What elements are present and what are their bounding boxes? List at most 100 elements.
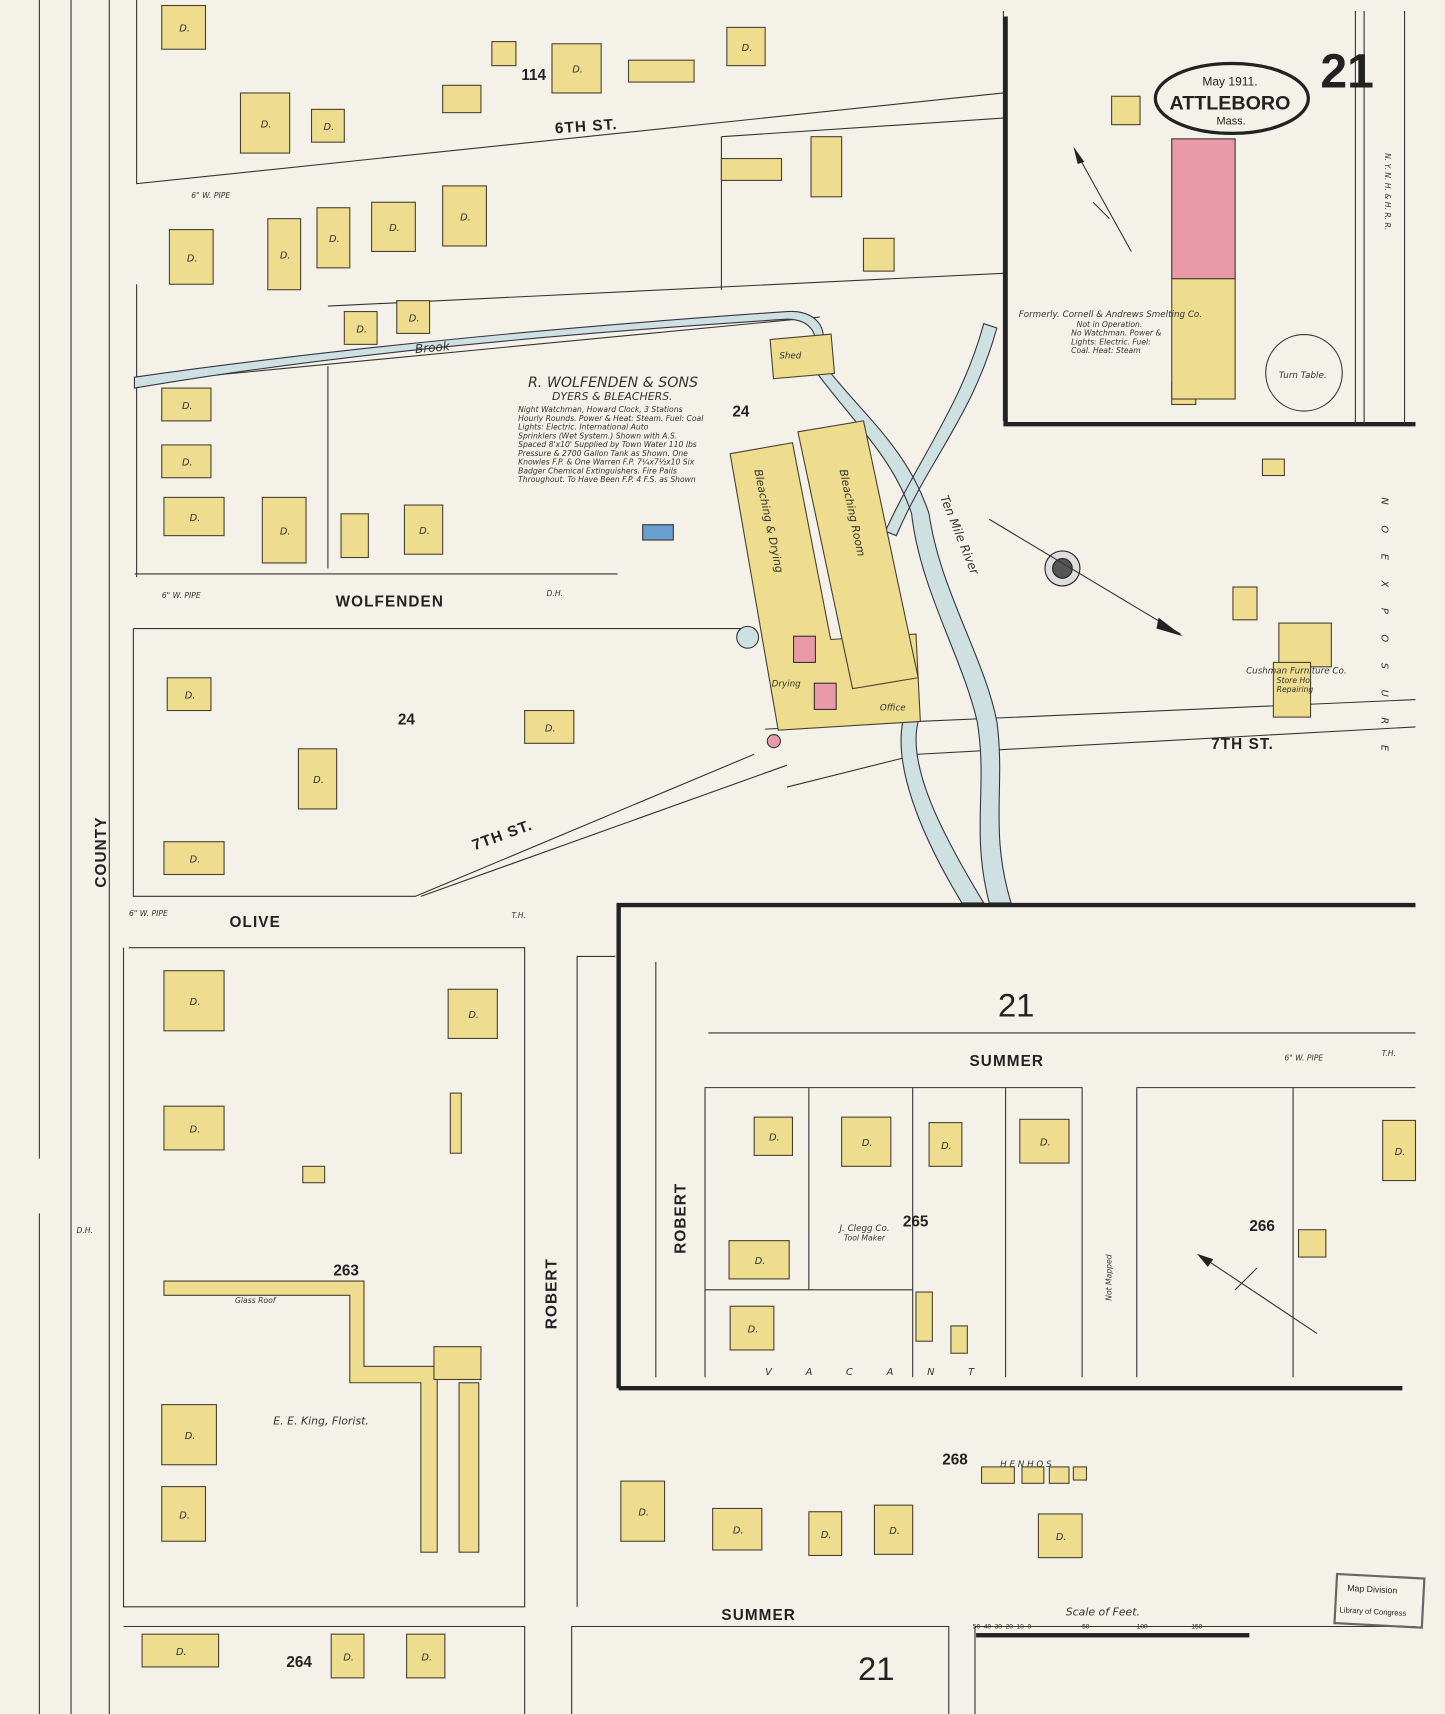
building-footprint [261,496,307,564]
block-114: 114 [521,67,546,84]
building-footprint [729,1305,775,1351]
dwelling-label: D. [187,253,198,264]
wolfenden-mill: Bleaching & Drying Bleaching Room Drying… [642,333,921,749]
building-footprint [712,1507,763,1551]
scale-tick-label: 0 [1027,1624,1031,1631]
office-label: Office [880,704,906,714]
note-line: Sprinklers (Wet System.) Shown with A.S. [518,431,677,440]
building-footprint [1037,1513,1083,1559]
building-footprint [862,237,895,272]
building-footprint [371,201,416,253]
note-line: Lights: Electric. International Auto [518,423,649,432]
cornell-line: Coal. Heat: Steam [1071,346,1140,355]
dwelling-label: D. [1040,1138,1051,1149]
dwelling-label: D. [389,223,400,234]
building-footprint [297,748,338,810]
street-7th-east: 7TH ST. [1211,736,1274,753]
water-pipe-label: 6" W. PIPE [162,591,201,600]
stamp-line: Library of Congress [1339,1605,1406,1617]
building-footprint [524,709,575,744]
dwelling-label: D. [182,401,193,412]
scale-tick-label: 10 [1017,1624,1025,1631]
fire-hydrant [766,734,781,749]
th-label: T.H. [512,911,526,920]
scale-tick-label: 100 [1137,1624,1148,1631]
dwelling-label: D. [421,1652,432,1663]
building-footprint [1297,1229,1327,1258]
building-footprint [928,1122,963,1167]
building-footprint [442,84,482,114]
cornell-line: No Watchman. Power & [1071,329,1161,338]
dwelling-label: D. [821,1530,832,1541]
building-footprint [161,4,207,50]
inset-cornell-andrews: Turn Table. N. Y. N. H. & H. R. R. Forme… [1003,10,1416,427]
building-footprint [141,1633,220,1668]
building-footprint [1021,1466,1045,1484]
brook-label: Brook [414,339,451,356]
street-robert: ROBERT [543,1258,560,1329]
railroad-label: N. Y. N. H. & H. R. R. [1383,153,1392,230]
building-footprint [343,311,378,345]
water-pipe-label: 6" W. PIPE [191,191,230,200]
building-footprint [873,1504,914,1555]
dwelling-label: D. [190,1124,201,1135]
building-footprint [720,158,783,181]
dwelling-label: D. [185,691,196,702]
block-264: 264 [286,1654,312,1671]
dwelling-label: D. [1056,1532,1067,1543]
cushman-store-label: Store Ho. [1277,676,1313,685]
dwelling-label: D. [941,1141,952,1152]
buildings: D. D. D. D. D. D. D. D. D. D. D. D. D. D. D. D. D. D. D. D.… [141,4,1417,1679]
water-pipe-label: 6" W. PIPE [1284,1053,1323,1062]
street-summer-north: SUMMER [970,1053,1045,1070]
scale-tick-label: 40 [984,1624,992,1631]
building-footprint [406,1633,446,1679]
dwelling-label: D. [460,212,471,223]
dwelling-label: D. [324,122,335,133]
dwelling-label: D. [280,251,291,262]
block-268: 268 [942,1452,968,1469]
building-footprint [449,1092,462,1154]
building-footprint [166,677,212,712]
building-footprint [1382,1119,1417,1182]
street-wolfenden: WOLFENDEN [336,594,444,611]
building-footprint [161,1486,207,1542]
street-summer-south: SUMMER [721,1607,796,1624]
dwelling-label: D. [176,1647,187,1658]
hen-house-label: H E N H O S [1000,1460,1052,1470]
dwelling-label: D. [742,43,753,54]
king-label: E. E. King, Florist. [273,1414,369,1427]
building-footprint [316,207,351,269]
building-footprint [396,300,431,334]
block-263: 263 [333,1263,359,1280]
north-arrow-inset [1076,152,1132,252]
scale-tick-label: 150 [1191,1624,1202,1631]
dwelling-label: D. [889,1526,900,1537]
street-county: COUNTY [93,816,110,887]
building-footprint [447,988,498,1039]
vacant-label: V A C A N T [765,1367,989,1378]
clegg-trade-label: Tool Maker [844,1234,886,1243]
building-footprint [950,1325,968,1354]
street-robert-inset: ROBERT [672,1183,689,1254]
dwelling-label: D. [572,65,583,76]
building-footprint [163,1105,225,1151]
building-footprint [1232,586,1258,621]
library-stamp: Map Division Library of Congress [1333,1572,1426,1629]
state-name: Mass. [1217,116,1246,128]
brick-boiler-1 [793,635,816,663]
building-footprint [491,41,517,67]
street-6th: 6TH ST. [554,116,618,137]
dwelling-label: D. [261,119,272,130]
block-21-bottom: 21 [858,1650,894,1687]
dwelling-label: D. [638,1508,649,1519]
stamp-line: Map Division [1347,1583,1398,1596]
th-label: T.H. [1382,1049,1396,1058]
dwelling-label: D. [1395,1147,1406,1158]
dwelling-label: D. [179,24,190,35]
building-footprint [627,59,695,83]
building-footprint [810,136,843,198]
building-footprint [841,1116,892,1167]
